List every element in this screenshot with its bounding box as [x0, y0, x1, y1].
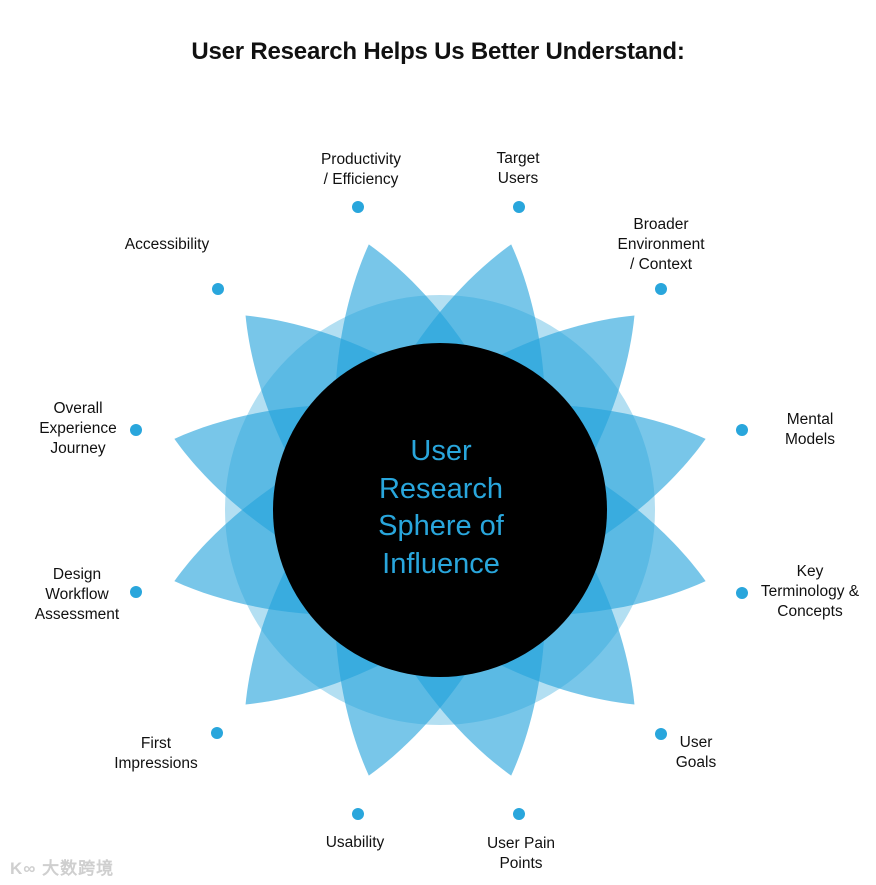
label-productivity: Productivity/ Efficiency	[320, 151, 402, 188]
dot-mental-models	[736, 424, 748, 436]
dot-target-users	[513, 201, 525, 213]
dot-broader-environment	[655, 283, 667, 295]
dot-user-goals	[655, 728, 667, 740]
dot-first-impressions	[211, 727, 223, 739]
dot-user-pain-points	[513, 808, 525, 820]
dot-design-workflow	[130, 586, 142, 598]
center-line-3: Sphere of	[378, 510, 504, 542]
label-accessibility: Accessibility	[124, 236, 210, 253]
dot-key-terminology	[736, 587, 748, 599]
center-line-1: User	[410, 435, 472, 467]
center-circle	[273, 343, 607, 677]
label-usability: Usability	[325, 834, 385, 851]
dot-accessibility	[212, 283, 224, 295]
diagram-title: User Research Helps Us Better Understand…	[191, 38, 685, 65]
center-caption: User Research Sphere of Influence	[330, 433, 552, 583]
center-line-2: Research	[378, 472, 504, 505]
center-line-4: Influence	[382, 547, 500, 580]
dot-usability	[352, 808, 364, 820]
watermark-logo: K∞ 大数跨境	[10, 859, 115, 878]
dot-overall-experience	[130, 424, 142, 436]
dot-productivity	[352, 201, 364, 213]
